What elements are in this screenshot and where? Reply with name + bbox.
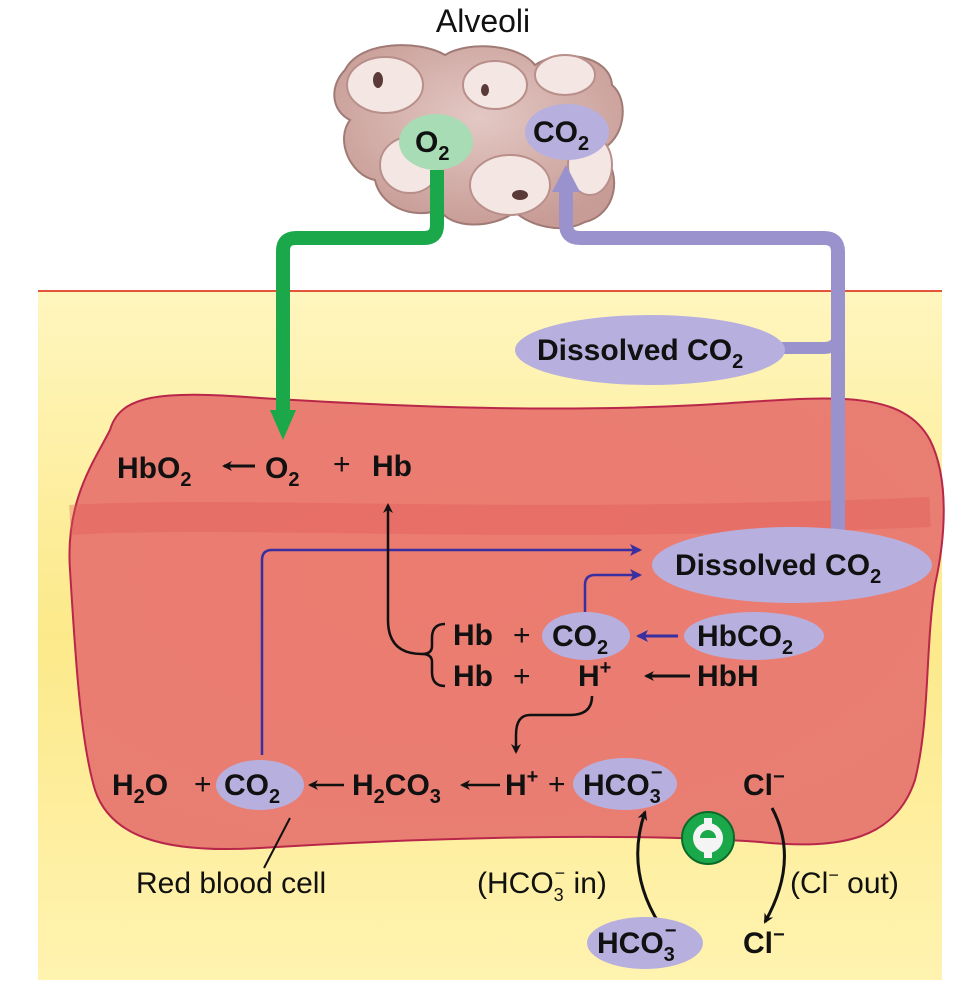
svg-text:H+: H+ [578, 657, 611, 693]
cell-hb-label: Hb [372, 450, 412, 483]
cl-out-arrow [763, 807, 786, 924]
svg-text:H+: H+ [505, 766, 538, 802]
hbh-label: HbH [697, 660, 759, 693]
cl-cell-label: Cl [743, 769, 773, 802]
hco3-cell-sup: − [651, 762, 663, 784]
plus-2: + [513, 619, 531, 652]
svg-text:O2: O2 [265, 452, 299, 491]
svg-text:CO2: CO2 [533, 116, 589, 155]
cl-out-text-b: out) [839, 867, 899, 900]
red-blood-cell [68, 393, 945, 851]
h2o-o: O [145, 769, 168, 802]
h2co3-co: CO [385, 769, 430, 802]
hco3-cell-sub: 3 [650, 786, 661, 808]
hbo2-label: HbO [117, 452, 180, 485]
svg-text:H2CO3: H2CO3 [352, 769, 441, 808]
h-plus-down-arrow [511, 695, 594, 754]
alveolar-o2-bubble [399, 114, 473, 170]
svg-text:HbO2: HbO2 [117, 452, 191, 491]
hco3-plasma-sub: 3 [664, 944, 675, 966]
hbco2-label: HbCO [697, 620, 782, 653]
hco3-plasma-label: HCO [597, 927, 664, 960]
hbco2-bubble [684, 612, 824, 660]
svg-text:HbCO2: HbCO2 [697, 620, 793, 659]
svg-text:O2: O2 [415, 126, 449, 165]
hb-h-left: Hb [453, 660, 493, 693]
h2co3-sub1: 2 [374, 786, 385, 808]
svg-text:(Cl− out): (Cl− out) [790, 865, 899, 900]
svg-text:HCO3−: HCO3− [583, 762, 662, 808]
plus-3: + [513, 660, 531, 693]
cell-co2-mid-sub: 2 [597, 637, 608, 659]
rbc-pointer-line [263, 817, 291, 869]
cell-co2-mid-label: CO [552, 620, 597, 653]
exchanger-icon [681, 811, 735, 865]
co2-bottom-bubble [216, 760, 304, 810]
plasma-dissolved-co2-bubble [515, 315, 785, 385]
red-blood-cell-label: Red blood cell [136, 867, 326, 900]
hco3-plasma-bubble [587, 917, 703, 969]
cl-plasma-sup: − [773, 924, 785, 946]
hbo2-sub: 2 [180, 469, 191, 491]
h2co3-sub2: 3 [430, 786, 441, 808]
hco3-in-text-a: (HCO [477, 867, 554, 900]
alveoli-title: Alveoli [436, 3, 530, 39]
hbco2-sub: 2 [782, 637, 793, 659]
alveoli-illustration [333, 44, 624, 230]
svg-text:Cl−: Cl− [743, 924, 785, 960]
cl-out-sup: − [828, 865, 839, 885]
co2-bottom-label: CO [224, 769, 269, 802]
hco3-cell-bubble [573, 758, 677, 810]
cell-co2-mid-bubble [542, 612, 630, 660]
alveolar-o2-sub: 2 [438, 143, 449, 165]
plasma-dissolved-co2-label: Dissolved CO [537, 334, 732, 367]
alveolar-co2-bubble [525, 104, 609, 160]
svg-text:CO2: CO2 [552, 620, 608, 659]
svg-text:CO2: CO2 [224, 769, 280, 808]
hbco2-co2-to-dissolved-line [583, 569, 642, 612]
cell-o2-sub: 2 [288, 469, 299, 491]
o2-path-arrow [276, 170, 444, 420]
svg-text:Dissolved CO2: Dissolved CO2 [537, 334, 743, 373]
h-plus-label: H [578, 660, 600, 693]
svg-text:Dissolved CO2: Dissolved CO2 [675, 549, 881, 588]
co2-bottom-sub: 2 [269, 786, 280, 808]
h-plus2-label: H [505, 769, 527, 802]
plasma-dissolved-co2-sub: 2 [732, 351, 743, 373]
h-plus2-sup: + [527, 766, 539, 788]
h-plus-sup: + [600, 657, 612, 679]
hco3-in-sub: 3 [554, 885, 564, 905]
hb-co2-left: Hb [453, 619, 493, 652]
cl-cell-sup: − [773, 766, 785, 788]
cell-o2-label: O [265, 452, 288, 485]
svg-text:(HCO3− in): (HCO3− in) [477, 863, 607, 905]
h2co3-h: H [352, 769, 374, 802]
alveolar-o2-label: O [415, 126, 438, 159]
hco3-in-sup: − [555, 863, 566, 883]
hco3-cell-label: HCO [583, 769, 650, 802]
hco3-in-text-b: in) [565, 867, 607, 900]
cl-out-text-a: (Cl [790, 867, 828, 900]
co2-path-arrow [559, 185, 845, 540]
svg-text:Cl−: Cl− [743, 766, 785, 802]
alveolar-co2-label: CO [533, 116, 578, 149]
hco3-in-arrow [636, 810, 662, 926]
cell-dissolved-co2-bubble [652, 527, 932, 603]
cell-dissolved-co2-label: Dissolved CO [675, 549, 870, 582]
h2o-sub: 2 [134, 786, 145, 808]
co2-to-dissolved-line [260, 544, 642, 755]
plus-4: + [194, 768, 212, 801]
h2o-h: H [112, 769, 134, 802]
svg-text:H2O: H2O [112, 769, 168, 808]
hco3-plasma-sup: − [665, 920, 677, 942]
cl-plasma-label: Cl [743, 927, 773, 960]
hb-return-arrow [383, 503, 423, 656]
cell-dissolved-co2-sub: 2 [870, 566, 881, 588]
svg-text:HCO3−: HCO3− [597, 920, 676, 966]
plus-5: + [548, 768, 566, 801]
alveolar-co2-sub: 2 [578, 133, 589, 155]
plus-1: + [333, 448, 351, 481]
